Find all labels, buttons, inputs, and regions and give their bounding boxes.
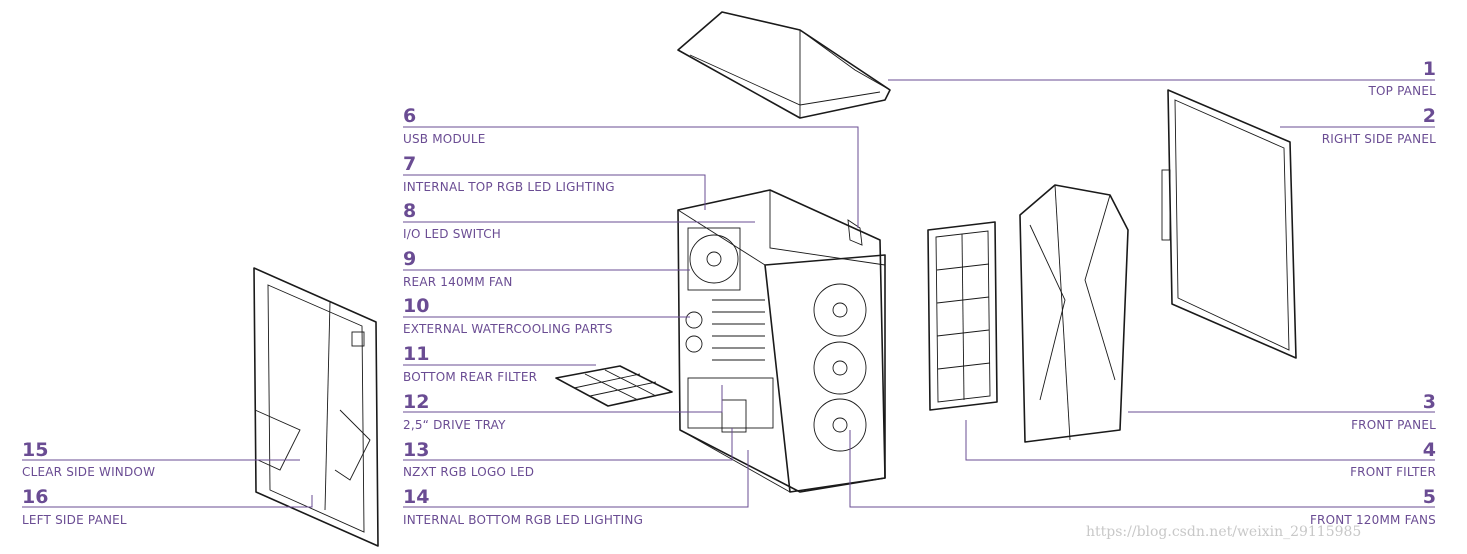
front-panel-drawing <box>1019 184 1129 443</box>
callout-number-15: 15 <box>22 439 49 461</box>
callout-number-16: 16 <box>22 486 49 508</box>
right-side-panel-drawing <box>1161 89 1297 359</box>
chassis-drawing <box>677 189 886 493</box>
front-filter-drawing <box>927 221 998 411</box>
callout-number-1: 1 <box>1422 58 1436 80</box>
top-panel-drawing <box>677 11 891 119</box>
callout-label-2: RIGHT SIDE PANEL <box>1321 132 1436 146</box>
callout-number-3: 3 <box>1422 391 1436 413</box>
callout-label-11: BOTTOM REAR FILTER <box>403 370 538 384</box>
callout-number-7: 7 <box>403 153 417 175</box>
callout-number-11: 11 <box>403 343 430 365</box>
callout-number-12: 12 <box>403 391 430 413</box>
callout-label-6: USB MODULE <box>403 132 486 146</box>
callout-number-8: 8 <box>403 200 417 222</box>
callout-number-9: 9 <box>403 248 417 270</box>
callout-number-4: 4 <box>1422 439 1436 461</box>
leader-lines <box>22 79 1435 508</box>
callout-label-3: FRONT PANEL <box>1351 418 1436 432</box>
callout-label-9: REAR 140MM FAN <box>403 275 513 289</box>
callout-number-2: 2 <box>1422 105 1436 127</box>
callout-label-15: CLEAR SIDE WINDOW <box>22 465 156 479</box>
callout-label-12: 2,5“ DRIVE TRAY <box>403 418 506 432</box>
callout-label-10: EXTERNAL WATERCOOLING PARTS <box>403 322 613 336</box>
callout-number-10: 10 <box>403 295 430 317</box>
callout-label-8: I/O LED SWITCH <box>403 227 502 241</box>
callout-label-13: NZXT RGB LOGO LED <box>403 465 535 479</box>
callout-number-6: 6 <box>403 105 417 127</box>
callout-label-4: FRONT FILTER <box>1350 465 1436 479</box>
callout-label-1: TOP PANEL <box>1368 84 1436 98</box>
bottom-rear-filter-drawing <box>555 365 673 407</box>
callout-label-16: LEFT SIDE PANEL <box>22 513 127 527</box>
callout-label-7: INTERNAL TOP RGB LED LIGHTING <box>403 180 615 194</box>
left-side-panel-drawing <box>253 267 379 547</box>
callout-label-5: FRONT 120MM FANS <box>1309 513 1436 527</box>
callout-number-13: 13 <box>403 439 430 461</box>
watermark-url: https://blog.csdn.net/weixin_29115985 <box>1086 524 1362 540</box>
callout-number-14: 14 <box>403 486 430 508</box>
callout-label-14: INTERNAL BOTTOM RGB LED LIGHTING <box>403 513 644 527</box>
callout-number-5: 5 <box>1422 486 1436 508</box>
